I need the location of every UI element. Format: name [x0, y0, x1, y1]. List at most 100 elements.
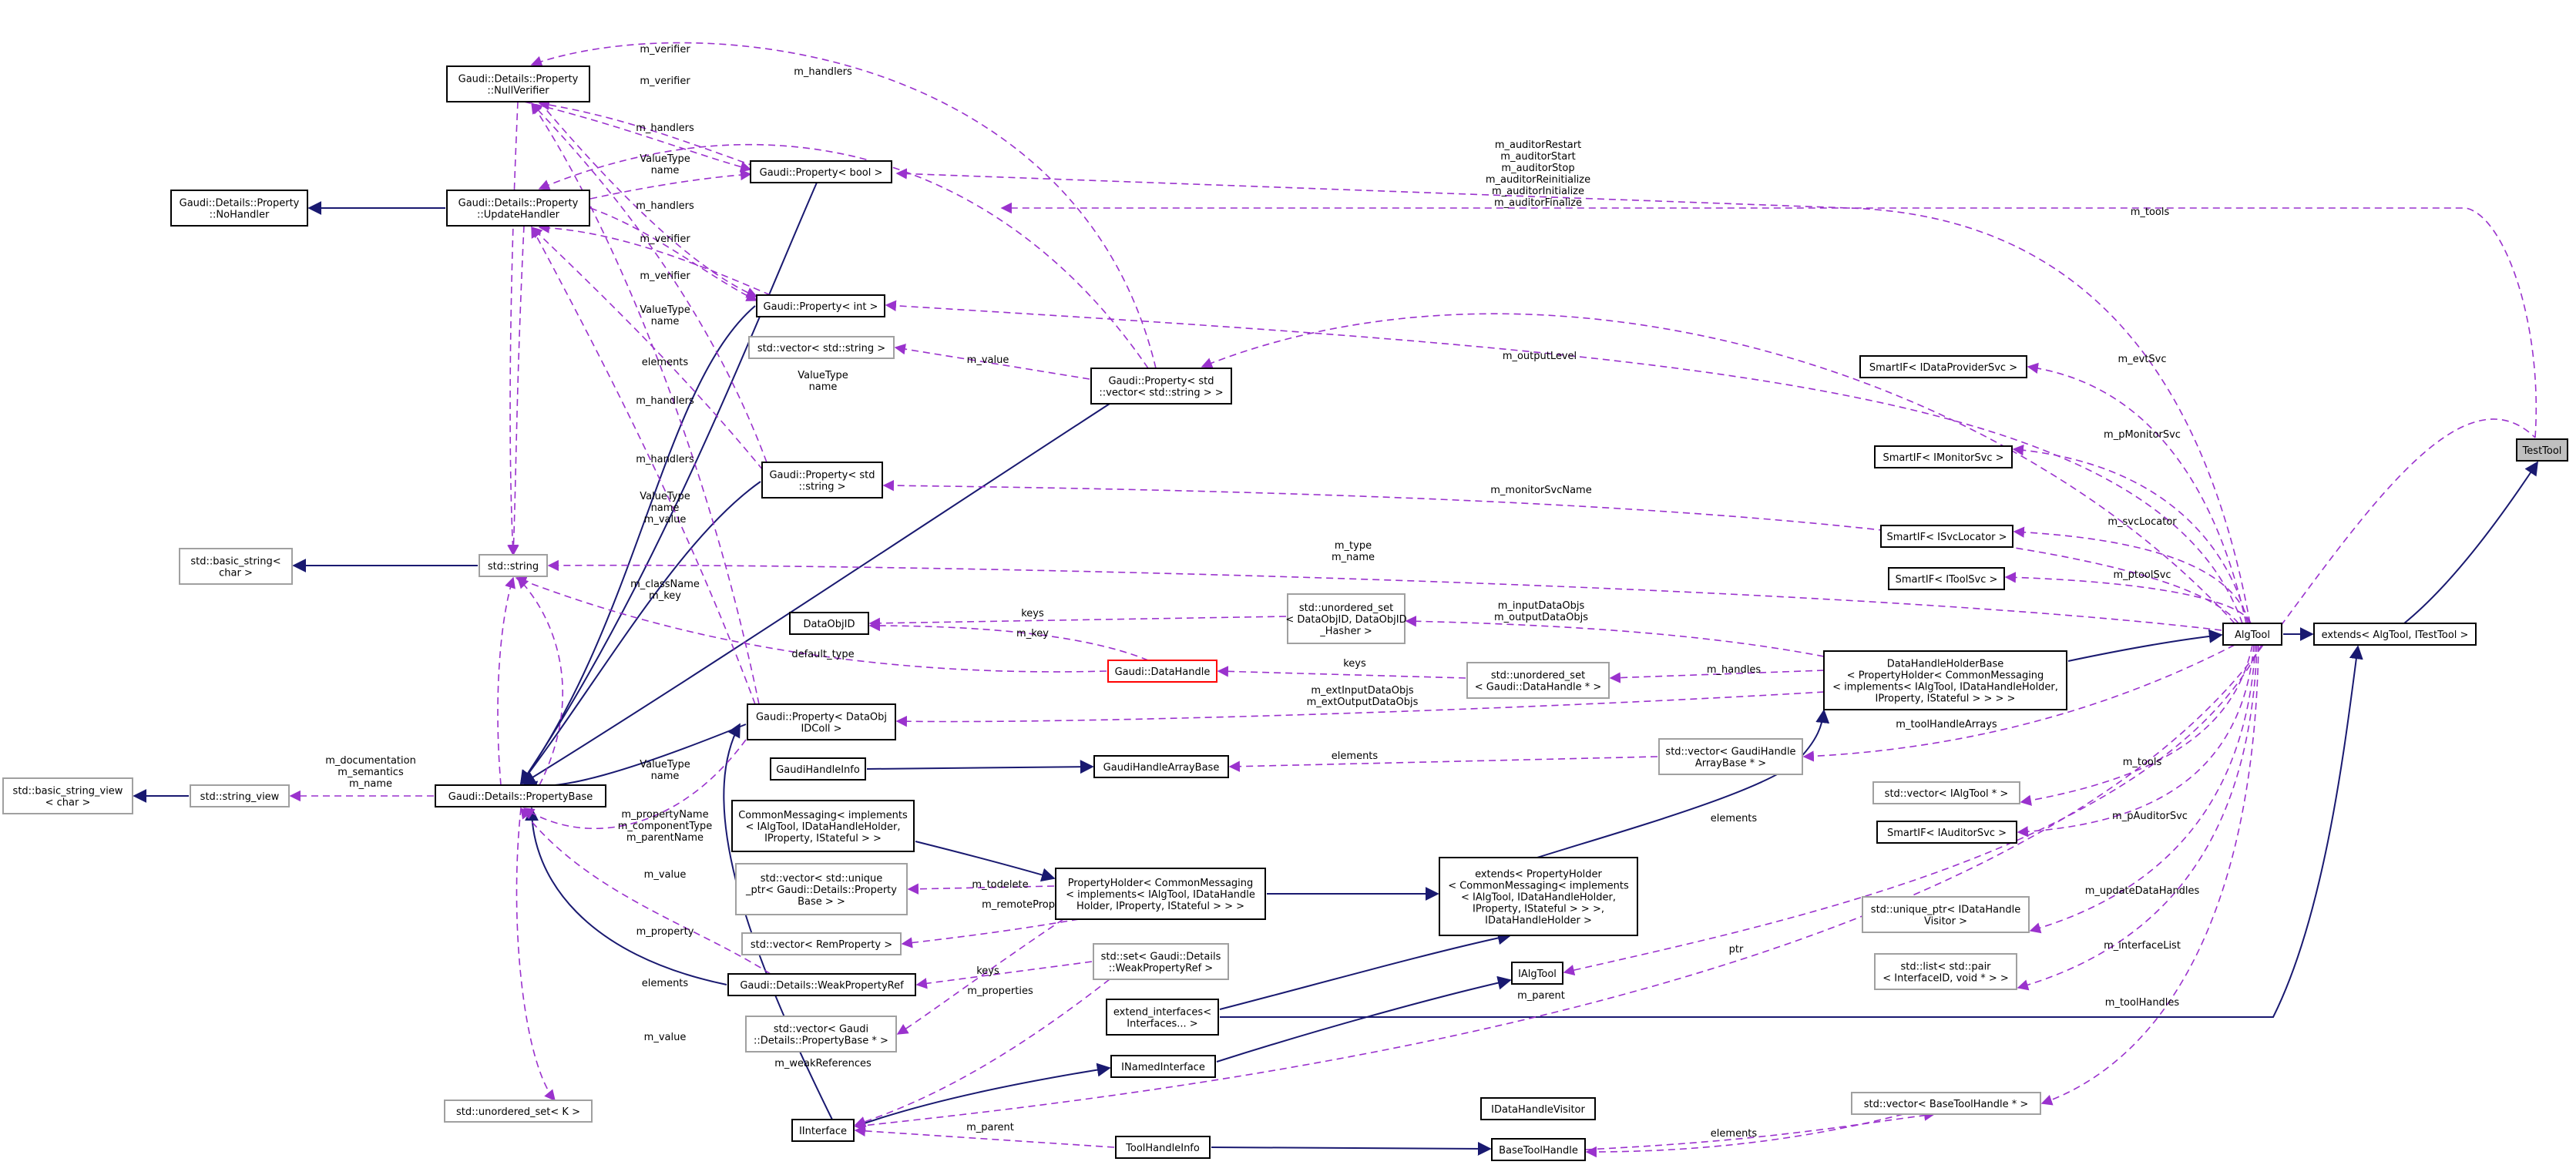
class-node-vec-basetoolhandle[interactable]: std::vector< BaseToolHandle * >: [1851, 1092, 2041, 1115]
usage-edge-algtool-to-ialgtool: [1563, 644, 2262, 976]
class-node-vec-ialgtool[interactable]: std::vector< IAlgTool * >: [1872, 781, 2020, 804]
edge-label-line: m_tools: [2131, 206, 2170, 218]
class-node-basic-string[interactable]: std::basic_string<char >: [179, 548, 293, 585]
usage-edge-datahandle-to-string: [515, 576, 1107, 673]
class-node-algtool[interactable]: AlgTool: [2222, 623, 2282, 646]
class-node-uset-datahandle[interactable]: std::unordered_set< Gaudi::DataHandle * …: [1466, 662, 1610, 699]
node-box: [1093, 943, 1229, 980]
class-node-vec-propbase-ptr[interactable]: std::vector< Gaudi::Details::PropertyBas…: [745, 1016, 897, 1053]
edge-label-line: m_verifier: [640, 270, 690, 282]
inheritance-edge-iinterface-to-inamed: [855, 1063, 1111, 1127]
class-node-uset-k[interactable]: std::unordered_set< K >: [444, 1100, 593, 1123]
node-box: [791, 1119, 855, 1142]
edge-label-line: m_key: [649, 590, 681, 602]
class-node-extends-algtool[interactable]: extends< AlgTool, ITestTool >: [2313, 623, 2477, 646]
class-node-propholder[interactable]: PropertyHolder< CommonMessaging< impleme…: [1055, 868, 1266, 920]
class-node-gh-info[interactable]: GaudiHandleInfo: [770, 757, 866, 781]
class-node-prop-int[interactable]: Gaudi::Property< int >: [756, 294, 885, 317]
inheritance-edge-weakpropref-to-propbase: [525, 807, 727, 985]
edge-label-line: m_value: [644, 514, 687, 525]
node-label: Gaudi::Details::Property::UpdateHandler: [458, 198, 579, 221]
class-node-extends-propholder[interactable]: extends< PropertyHolder< CommonMessaging…: [1439, 857, 1638, 936]
node-label-line: char >: [219, 568, 253, 579]
node-box: [1658, 738, 1803, 775]
class-node-update-handler[interactable]: Gaudi::Details::Property::UpdateHandler: [446, 190, 590, 227]
class-node-dataobjid[interactable]: DataObjID: [789, 612, 869, 635]
class-node-basic-string-view[interactable]: std::basic_string_view< char >: [2, 777, 133, 814]
nodes-layer: TestTool extends< AlgTool, ITestTool > Alg…: [2, 65, 2568, 1161]
node-label: TestTool: [2522, 445, 2562, 457]
class-node-toolhandleinfo[interactable]: ToolHandleInfo: [1115, 1136, 1211, 1159]
class-node-string-view[interactable]: std::string_view: [190, 784, 290, 807]
class-node-commonmsg[interactable]: CommonMessaging< implements< IAlgTool, I…: [731, 800, 915, 852]
edge-label-line: m_value: [644, 1032, 687, 1043]
class-node-inamed[interactable]: INamedInterface: [1110, 1055, 1216, 1078]
edge-label-line: m_updateDataHandles: [2085, 885, 2200, 897]
usage-edge-algtool-to-prop-bool: [895, 168, 2251, 624]
edge-label-elements-vecstr: elements: [642, 357, 689, 368]
class-node-set-weakprop[interactable]: std::set< Gaudi::Details::WeakPropertyRe…: [1093, 943, 1229, 980]
inheritance-edge-prop-int-to-propbase: [519, 305, 756, 785]
class-node-no-handler[interactable]: Gaudi::Details::Property::NoHandler: [170, 190, 308, 227]
usage-edge-uset-datahandle-to-datahandle: [1217, 666, 1466, 679]
class-node-sif-monitor[interactable]: SmartIF< IMonitorSvc >: [1874, 445, 2013, 468]
class-node-sif-dataprovider[interactable]: SmartIF< IDataProviderSvc >: [1859, 355, 2027, 378]
class-node-iinterface[interactable]: IInterface: [791, 1119, 855, 1142]
usage-edge-propbase-to-string: [497, 576, 516, 786]
edge-label-m-handlers-2: m_handlers: [636, 200, 694, 212]
class-node-testtool[interactable]: TestTool: [2516, 438, 2568, 462]
class-node-gh-array-base[interactable]: GaudiHandleArrayBase: [1093, 755, 1229, 778]
node-label-line: IAlgTool: [1518, 969, 1557, 980]
edge-label-line: m_weakReferences: [774, 1058, 872, 1069]
class-node-prop-bool[interactable]: Gaudi::Property< bool >: [750, 160, 892, 183]
node-box: [2222, 623, 2282, 646]
class-node-null-verifier[interactable]: Gaudi::Details::Property::NullVerifier: [446, 65, 590, 102]
node-label-line: std::vector< IAlgTool * >: [1885, 788, 2009, 800]
edge-label-line: ValueType: [798, 370, 848, 381]
node-label: Gaudi::Property< std::vector< std::strin…: [1099, 376, 1223, 399]
class-node-list-pair[interactable]: std::list< std::pair< InterfaceID, void …: [1874, 953, 2017, 990]
class-node-vec-remprop[interactable]: std::vector< RemProperty >: [741, 932, 902, 955]
edge-label-m-tools: m_tools: [2123, 757, 2162, 768]
class-node-basetoolhandle[interactable]: BaseToolHandle: [1491, 1138, 1586, 1161]
class-node-prop-string[interactable]: Gaudi::Property< std::string >: [761, 462, 883, 499]
class-node-dhhb[interactable]: DataHandleHolderBase< PropertyHolder< Co…: [1823, 650, 2067, 710]
usage-edge-null-verifier-to-prop-bool: [523, 101, 752, 173]
class-node-sif-svclocator[interactable]: SmartIF< ISvcLocator >: [1880, 525, 2013, 548]
class-node-uset-dataobjid[interactable]: std::unordered_set< DataObjID, DataObjID…: [1285, 593, 1407, 644]
node-label-line: PropertyHolder< CommonMessaging: [1068, 878, 1254, 889]
class-node-idhvisitor[interactable]: IDataHandleVisitor: [1480, 1097, 1596, 1120]
node-label: SmartIF< IMonitorSvc >: [1882, 452, 2003, 464]
node-label-line: < implements< IAlgTool, IDataHandle: [1066, 889, 1255, 901]
node-label: GaudiHandleArrayBase: [1103, 762, 1220, 774]
class-node-datahandle[interactable]: Gaudi::DataHandle: [1107, 660, 1217, 683]
node-box: [745, 1016, 897, 1053]
class-node-vec-string[interactable]: std::vector< std::string >: [748, 336, 895, 359]
class-node-weakpropref[interactable]: Gaudi::Details::WeakPropertyRef: [727, 973, 916, 996]
edge-label-keys-dobj: keys: [1021, 608, 1044, 619]
usage-edge-algtool-to-sif-monitor: [2012, 445, 2249, 624]
class-node-propbase[interactable]: Gaudi::Details::PropertyBase: [435, 784, 606, 807]
usage-edge-algtool-to-list-pair: [2017, 644, 2258, 991]
class-node-ialgtool[interactable]: IAlgTool: [1511, 962, 1563, 985]
node-label: IInterface: [799, 1126, 847, 1137]
class-node-sif-toolsvc[interactable]: SmartIF< IToolSvc >: [1888, 567, 2005, 590]
class-node-vec-unique-ptr[interactable]: std::vector< std::unique_ptr< Gaudi::Det…: [735, 863, 908, 915]
class-node-ext-interfaces[interactable]: extend_interfaces<Interfaces... >: [1106, 999, 1219, 1036]
class-node-string[interactable]: std::string: [479, 554, 548, 577]
edge-label-line: m_pMonitorSvc: [2104, 429, 2181, 441]
edge-label-line: m_auditorReinitialize: [1486, 174, 1590, 186]
node-box: [761, 462, 883, 499]
class-node-sif-auditor[interactable]: SmartIF< IAuditorSvc >: [1876, 821, 2017, 844]
class-node-prop-vec-string[interactable]: Gaudi::Property< std::vector< std::strin…: [1090, 368, 1232, 405]
usage-edge-set-weakprop-to-iinterface: [854, 979, 1110, 1127]
edge-label-line: m_inputDataObjs: [1498, 600, 1585, 612]
node-label-line: Gaudi::Property< DataObj: [756, 712, 887, 724]
inheritance-edge-gh-info-to-gh-array-base: [866, 760, 1094, 774]
